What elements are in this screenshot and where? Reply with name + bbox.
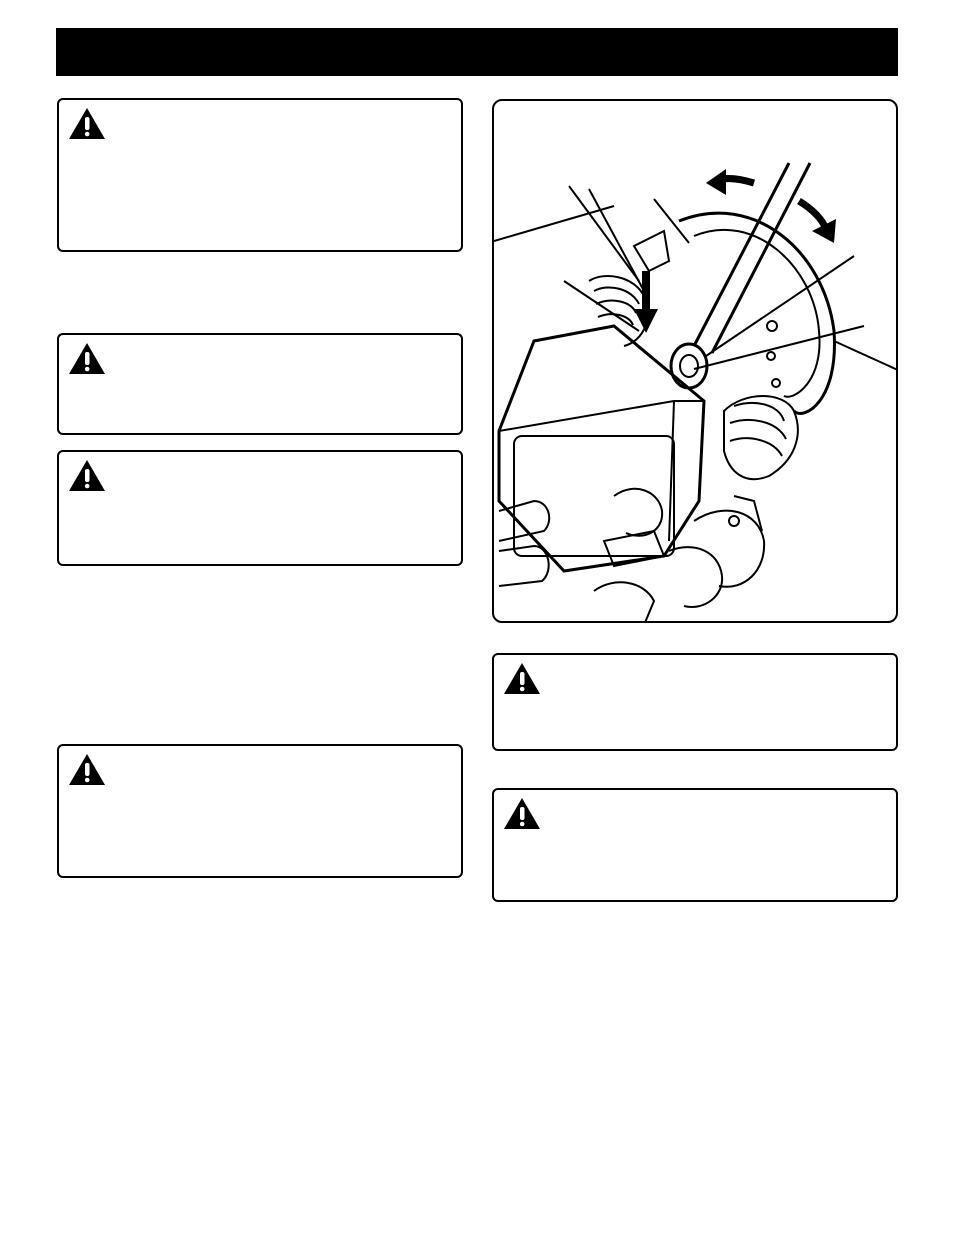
- clockwise-arrow-icon: [797, 198, 836, 243]
- down-arrow-icon: [634, 271, 658, 333]
- warning-triangle-icon: [69, 343, 105, 374]
- header-bar: [56, 28, 898, 76]
- blade-change-figure: [492, 99, 898, 623]
- blade-change-illustration: [494, 162, 896, 621]
- warning-box-4: [57, 744, 463, 878]
- warning-box-6: [492, 788, 898, 902]
- warning-box-5: [492, 653, 898, 751]
- warning-triangle-icon: [504, 798, 540, 829]
- warning-box-2: [57, 333, 463, 435]
- warning-triangle-icon: [504, 663, 540, 694]
- warning-triangle-icon: [69, 460, 105, 491]
- warning-triangle-icon: [69, 754, 105, 785]
- warning-box-3: [57, 450, 463, 566]
- counterclockwise-arrow-icon: [706, 169, 756, 195]
- warning-triangle-icon: [69, 108, 105, 139]
- warning-box-1: [57, 98, 463, 252]
